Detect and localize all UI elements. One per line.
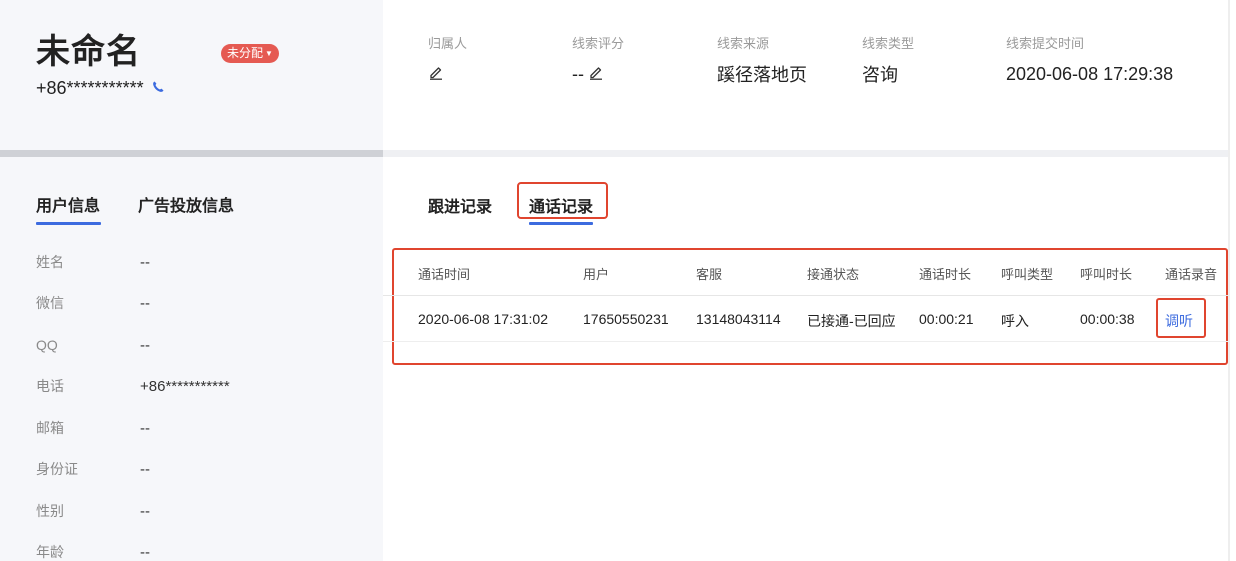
tab-follow-up[interactable]: 跟进记录 <box>428 199 493 216</box>
user-info-key: 电话 <box>36 378 64 394</box>
col-call-type: 呼叫类型 <box>1001 267 1054 282</box>
user-info-row-age: 年龄 -- <box>36 541 150 561</box>
tab-call-records-indicator <box>529 222 593 225</box>
cell-call-duration: 00:00:21 <box>919 311 974 327</box>
user-info-value: -- <box>140 294 150 312</box>
status-badge-label: 未分配 <box>227 46 264 60</box>
user-info-row-qq: QQ -- <box>36 334 150 356</box>
table-row-divider <box>383 341 1228 342</box>
tab-user-info[interactable]: 用户信息 <box>36 198 101 215</box>
user-info-value: -- <box>140 419 150 437</box>
score-field: 线索评分 -- <box>572 33 624 86</box>
owner-label: 归属人 <box>428 36 468 51</box>
right-divider <box>383 150 1228 157</box>
col-connect-status: 接通状态 <box>807 267 860 282</box>
user-info-key: 性别 <box>36 503 64 519</box>
score-label: 线索评分 <box>572 36 625 51</box>
listen-recording-link[interactable]: 调听 <box>1165 313 1193 329</box>
owner-value-row <box>428 62 467 86</box>
edit-score-icon[interactable] <box>588 64 604 85</box>
user-info-key: 邮箱 <box>36 420 64 436</box>
status-badge[interactable]: 未分配▼ <box>221 44 279 63</box>
user-info-row-id-card: 身份证 -- <box>36 458 150 480</box>
lead-name: 未命名 <box>36 33 141 71</box>
tab-call-records[interactable]: 通话记录 <box>529 199 594 216</box>
left-divider <box>0 150 383 157</box>
user-info-row-gender: 性别 -- <box>36 500 150 522</box>
col-call-time: 通话时间 <box>418 267 471 282</box>
user-info-row-phone: 电话 +86*********** <box>36 375 230 397</box>
caret-down-icon: ▼ <box>265 49 273 58</box>
cell-user: 17650550231 <box>583 311 669 327</box>
source-label: 线索来源 <box>717 36 770 51</box>
lead-phone: +86*********** <box>36 78 165 100</box>
submit-time-label: 线索提交时间 <box>1006 36 1085 51</box>
tab-user-info-indicator <box>36 222 101 225</box>
scrollbar-track[interactable] <box>1228 0 1230 561</box>
score-value: -- <box>572 63 584 84</box>
call-table-highlight-frame <box>392 248 1228 365</box>
user-info-key: QQ <box>36 337 58 353</box>
submit-time-value: 2020-06-08 17:29:38 <box>1006 63 1174 84</box>
cell-call-type: 呼入 <box>1001 313 1029 329</box>
cell-call-time: 2020-06-08 17:31:02 <box>418 311 548 327</box>
type-value: 咨询 <box>862 65 898 85</box>
type-field: 线索类型 咨询 <box>862 33 914 86</box>
cell-agent: 13148043114 <box>696 311 781 327</box>
lead-phone-number: +86*********** <box>36 78 144 98</box>
user-info-row-name: 姓名 -- <box>36 251 150 273</box>
col-ring-duration: 呼叫时长 <box>1080 267 1133 282</box>
cell-ring-duration: 00:00:38 <box>1080 311 1135 327</box>
col-recording: 通话录音 <box>1165 267 1218 282</box>
cell-connect-status: 已接通-已回应 <box>807 313 896 329</box>
listen-highlight-frame <box>1156 298 1206 338</box>
source-value: 蹊径落地页 <box>717 65 807 85</box>
phone-icon[interactable] <box>151 78 165 99</box>
user-info-value: +86*********** <box>140 377 230 395</box>
user-info-row-wechat: 微信 -- <box>36 292 150 314</box>
user-info-key: 微信 <box>36 295 64 311</box>
tab-ad-info[interactable]: 广告投放信息 <box>138 198 235 215</box>
submit-time-field: 线索提交时间 2020-06-08 17:29:38 <box>1006 33 1173 86</box>
edit-owner-icon[interactable] <box>428 64 444 85</box>
tab-highlight-frame <box>517 182 608 219</box>
col-user: 用户 <box>583 267 610 282</box>
col-agent: 客服 <box>696 267 723 282</box>
user-info-value: -- <box>140 253 150 271</box>
user-info-row-email: 邮箱 -- <box>36 417 150 439</box>
owner-field: 归属人 <box>428 33 467 86</box>
source-field: 线索来源 蹊径落地页 <box>717 33 807 86</box>
type-label: 线索类型 <box>862 36 915 51</box>
user-info-value: -- <box>140 336 150 354</box>
score-value-row: -- <box>572 62 624 86</box>
user-info-key: 身份证 <box>36 461 78 477</box>
user-info-value: -- <box>140 460 150 478</box>
user-info-value: -- <box>140 543 150 561</box>
col-call-duration: 通话时长 <box>919 267 972 282</box>
user-info-key: 姓名 <box>36 254 64 270</box>
table-header-divider <box>383 295 1228 296</box>
user-info-value: -- <box>140 502 150 520</box>
user-info-key: 年龄 <box>36 544 64 560</box>
lead-header-panel <box>0 0 383 150</box>
